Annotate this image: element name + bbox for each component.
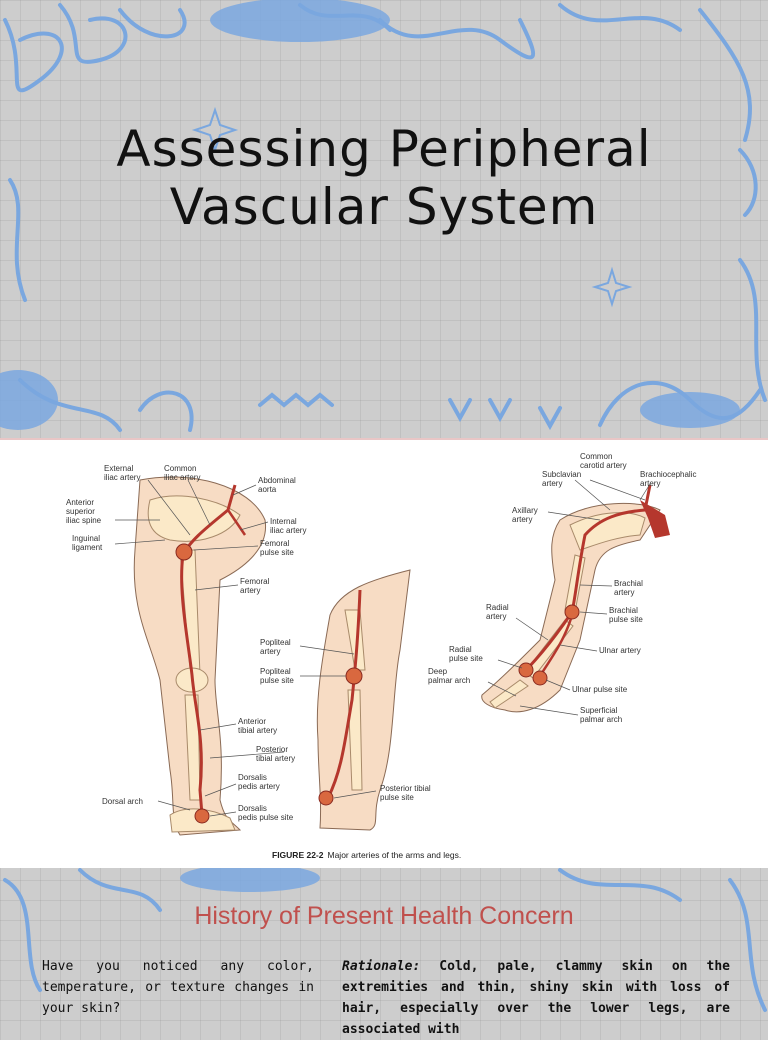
- section-title: History of Present Health Concern: [0, 902, 768, 931]
- label-ulnar-artery: Ulnar artery: [599, 646, 641, 655]
- label-ulnar-pulse-site: Ulnar pulse site: [572, 685, 628, 694]
- arm-drawing: [482, 485, 670, 712]
- title-line-1: Assessing Peripheral: [116, 120, 651, 178]
- assessment-question: Have you noticed any color, temperature,…: [42, 956, 314, 1019]
- title-line-2: Vascular System: [170, 178, 599, 236]
- rationale-paragraph: Rationale: Cold, pale, clammy skin on th…: [342, 956, 730, 1040]
- label-dorsal-arch: Dorsal arch: [102, 797, 143, 806]
- rationale-label: Rationale:: [342, 959, 420, 974]
- page-title: Assessing Peripheral Vascular System: [0, 120, 768, 236]
- title-slide: Assessing Peripheral Vascular System: [0, 0, 768, 432]
